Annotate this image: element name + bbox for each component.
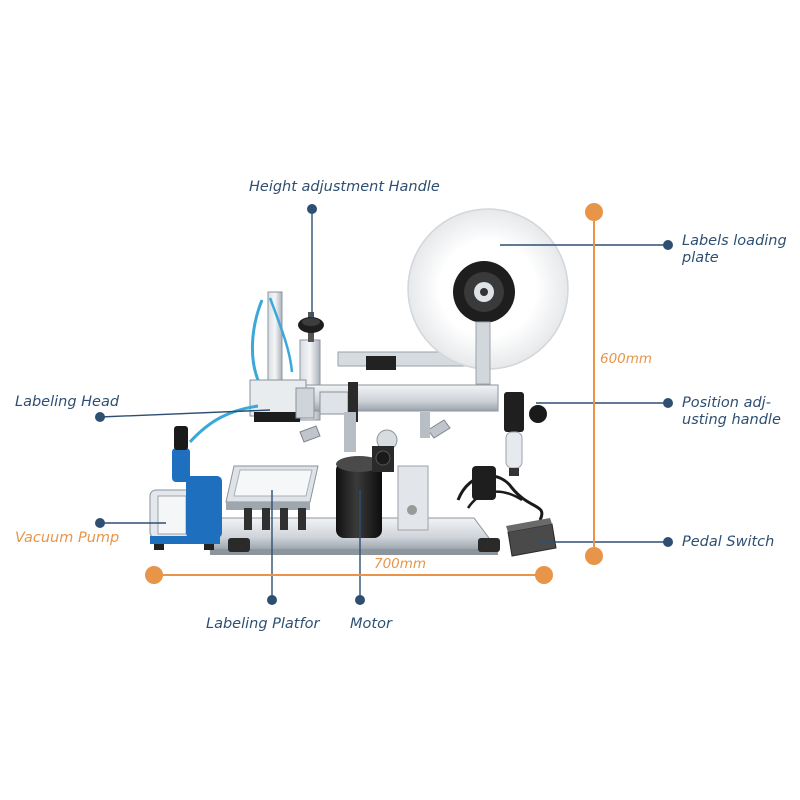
height-handle xyxy=(298,312,324,342)
callout-dot xyxy=(663,398,673,408)
label-motor: Motor xyxy=(350,616,392,632)
dimension-height-value: 600mm xyxy=(600,351,653,367)
pedal-assembly xyxy=(456,466,557,557)
callout-line-labeling-head xyxy=(99,409,271,418)
label-roll xyxy=(407,208,569,385)
machine-illustration xyxy=(149,208,569,557)
label-labeling-platform: Labeling Platfor xyxy=(206,616,320,632)
callout-dot xyxy=(95,518,105,528)
dimension-width-value: 700mm xyxy=(374,556,427,572)
dimension-height xyxy=(585,203,603,565)
label-position-adjusting-handle-line2: usting handle xyxy=(682,412,781,428)
foot xyxy=(478,538,500,552)
callout-dot xyxy=(307,204,317,214)
label-labeling-head: Labeling Head xyxy=(15,394,120,410)
callout-dot xyxy=(663,537,673,547)
label-vacuum-pump: Vacuum Pump xyxy=(15,530,120,546)
position-handle xyxy=(504,392,547,476)
label-position-adjusting-handle-line1: Position adj- xyxy=(682,395,771,411)
foot xyxy=(228,538,250,552)
label-pedal-switch: Pedal Switch xyxy=(682,534,775,550)
callout-dot xyxy=(355,595,365,605)
labeling-platform xyxy=(225,465,319,530)
callout-dot xyxy=(663,240,673,250)
callout-dot xyxy=(95,412,105,422)
motor xyxy=(336,446,429,538)
label-labels-loading-plate-line1: Labels loading xyxy=(682,233,787,249)
vacuum-pump xyxy=(149,426,222,550)
callout-dot xyxy=(267,595,277,605)
label-labels-loading-plate-line2: plate xyxy=(682,250,719,266)
label-height-adjustment-handle: Height adjustment Handle xyxy=(249,179,440,195)
dimension-width xyxy=(145,566,553,584)
